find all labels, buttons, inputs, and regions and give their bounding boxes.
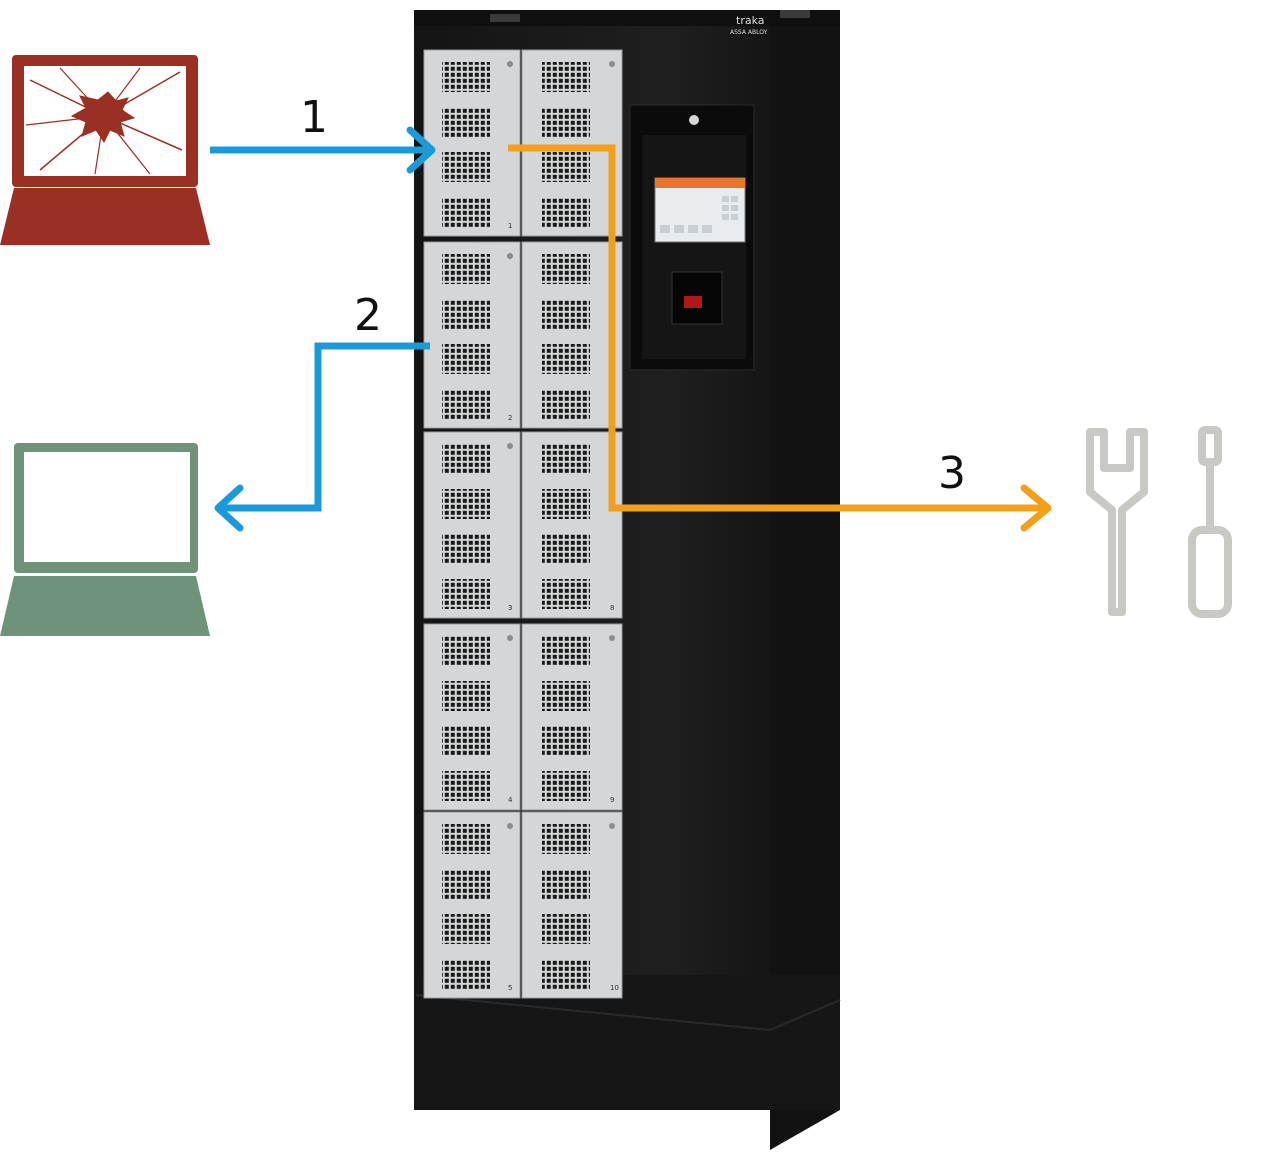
vent-grid [542,681,590,711]
vent-grid [542,636,590,666]
vent-grid [542,489,590,519]
door-lock-icon [507,635,513,641]
locker-door[interactable]: 9 [521,623,623,811]
vent-grid [542,344,590,374]
locker-door[interactable]: 8 [521,431,623,619]
vent-grid [542,914,590,944]
door-lock-icon [507,253,513,259]
vent-grid [442,726,490,756]
vent-grid [542,579,590,609]
door-number: 1 [508,222,512,230]
door-number: 10 [610,984,619,992]
door-lock-icon [609,635,615,641]
screwdriver-icon [1188,426,1232,618]
vent-grid [442,914,490,944]
vent-grid [542,771,590,801]
vent-grid [542,534,590,564]
door-lock-icon [609,61,615,67]
step-label-1: 1 [300,92,328,143]
broken-laptop-icon [0,55,210,245]
vent-grid [442,534,490,564]
locker-door[interactable]: 4 [423,623,521,811]
vent-grid [442,254,490,284]
vent-grid [442,824,490,854]
vent-grid [442,344,490,374]
vent-grid [442,444,490,474]
vent-grid [442,489,490,519]
brand-logo: traka [736,14,765,27]
door-number: 3 [508,604,512,612]
locker-door[interactable]: 2 [423,241,521,429]
locker-door[interactable]: 10 [521,811,623,999]
key-lock-icon [689,115,699,125]
door-lock-icon [507,823,513,829]
vent-grid [542,389,590,419]
locker-door[interactable]: 3 [423,431,521,619]
door-lock-icon [609,823,615,829]
vent-grid [442,62,490,92]
arrow-1-deposit [210,126,436,174]
vent-grid [542,869,590,899]
locker-door[interactable] [521,49,623,237]
vent-grid [542,62,590,92]
vent-grid [542,197,590,227]
step-label-2: 2 [354,290,382,341]
vent-grid [542,299,590,329]
vent-grid [442,771,490,801]
wrench-icon [1086,428,1148,616]
vent-grid [442,389,490,419]
vent-grid [542,824,590,854]
door-number: 9 [610,796,614,804]
vent-grid [442,681,490,711]
vent-grid [542,444,590,474]
vent-grid [442,299,490,329]
vent-grid [542,107,590,137]
door-number: 5 [508,984,512,992]
door-number: 8 [610,604,614,612]
locker-door[interactable]: 1 [423,49,521,237]
vent-grid [442,869,490,899]
vent-grid [442,636,490,666]
arrow-2-collect [214,342,430,532]
door-number: 2 [508,414,512,422]
arrow-3-repair [508,144,1052,532]
vent-grid [442,152,490,182]
locker-door[interactable]: 5 [423,811,521,999]
vent-grid [442,959,490,989]
door-lock-icon [507,443,513,449]
locker-doors: 1 2 3 4 5 8 9 10 [423,49,623,999]
working-laptop-icon [0,443,210,636]
vent-grid [442,579,490,609]
vent-grid [542,726,590,756]
vent-grid [542,254,590,284]
step-label-3: 3 [938,448,966,499]
vent-grid [442,197,490,227]
vent-grid [542,959,590,989]
door-lock-icon [507,61,513,67]
locker-door[interactable] [521,241,623,429]
door-number: 4 [508,796,513,804]
vent-grid [542,152,590,182]
vent-grid [442,107,490,137]
brand-subtitle: ASSA ABLOY [730,29,768,36]
